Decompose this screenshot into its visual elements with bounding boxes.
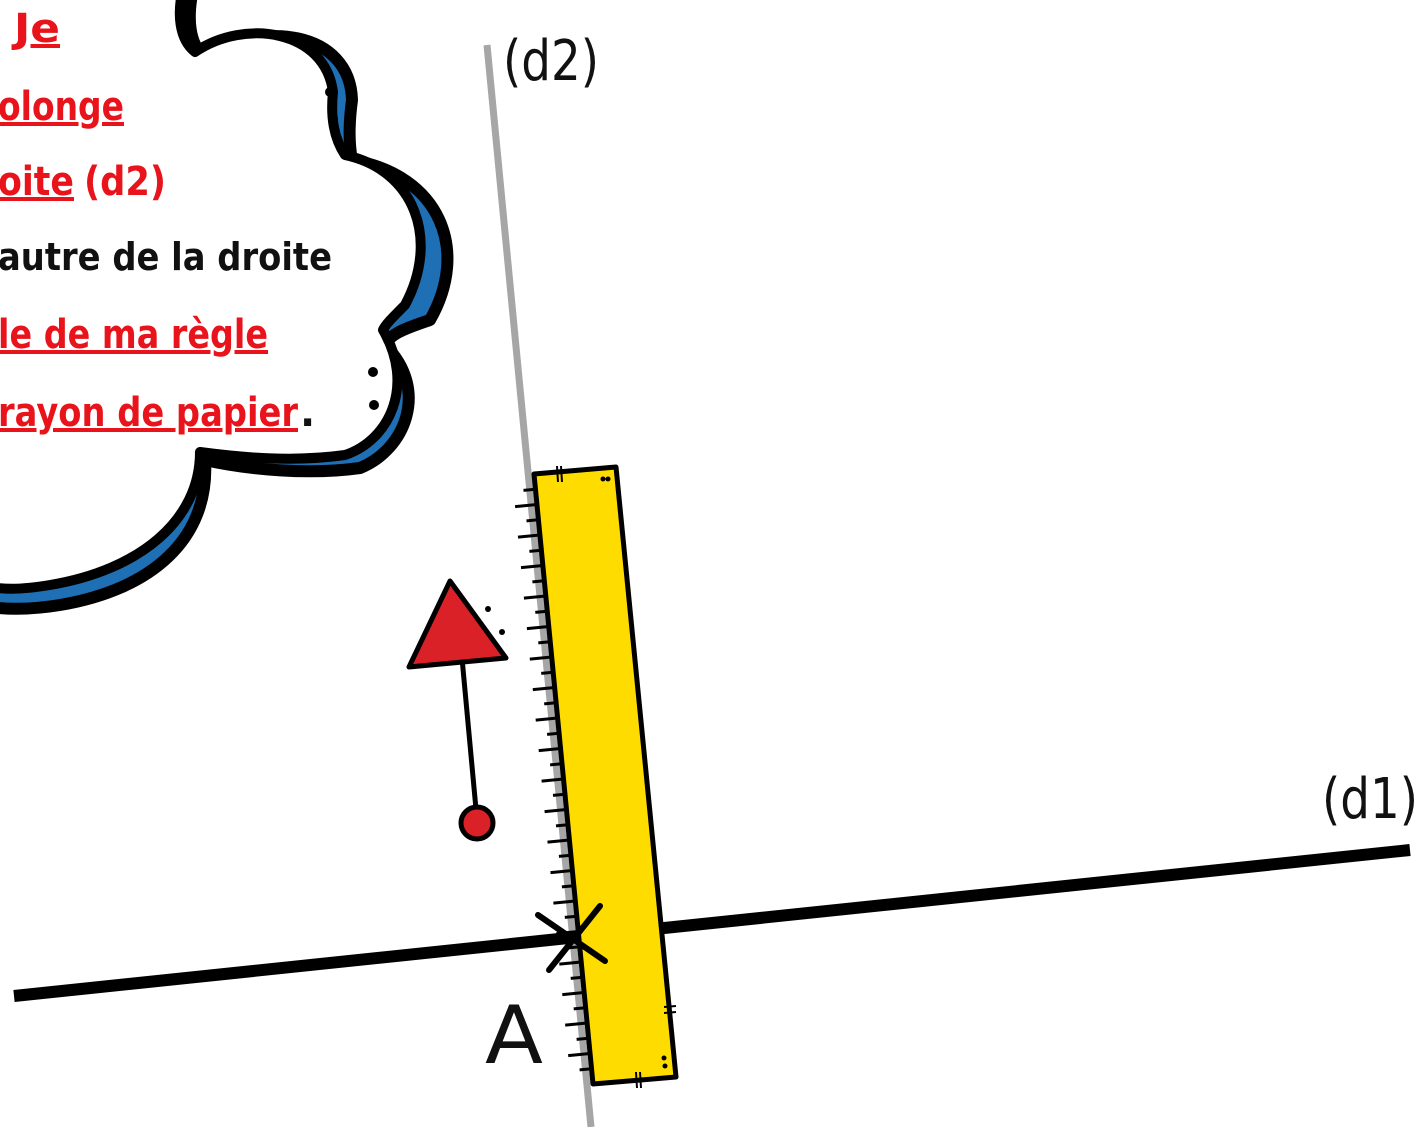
ruler-tick — [553, 899, 576, 905]
ruler-tick — [544, 701, 557, 706]
cloud-line-droite: oite — [0, 159, 74, 205]
cloud-dot — [325, 87, 335, 97]
ruler-tick — [573, 1006, 586, 1011]
ruler-dot — [600, 476, 606, 482]
ruler-tick — [529, 548, 542, 553]
ruler-dot — [605, 476, 611, 482]
cloud-line-autre: autre de la droite — [0, 235, 332, 279]
ruler-tick — [541, 777, 564, 783]
cloud-line-prolonge: olonge — [0, 84, 124, 130]
up-arrow-icon — [406, 578, 509, 842]
point-a-marker — [535, 903, 608, 973]
arrow-head — [406, 578, 509, 670]
cloud-line-je: Je — [11, 6, 60, 52]
arrow-shaft — [459, 657, 480, 821]
ruler-tick — [576, 1036, 589, 1041]
ruler-tick — [532, 686, 555, 692]
ruler-tick — [532, 579, 545, 584]
ruler-body — [531, 464, 679, 1087]
cloud-line-d2: (d2) — [84, 159, 166, 205]
ruler-tick — [546, 731, 560, 736]
ruler-tick — [570, 975, 583, 980]
ruler-tick — [523, 487, 536, 492]
arrow-tail-dot — [458, 804, 496, 842]
ruler-tick — [550, 869, 573, 875]
ruler-tick — [517, 533, 541, 539]
ruler-tick — [552, 792, 566, 797]
ruler-tick — [526, 625, 549, 631]
ruler-tick — [544, 808, 567, 814]
ruler-tick — [526, 518, 539, 523]
cloud-line-regle: le de ma règle — [0, 312, 268, 358]
cloud-dot — [328, 114, 338, 124]
cloud-dot — [368, 367, 378, 377]
cloud-line-crayon: rayon de papier — [0, 390, 298, 436]
ruler-tick — [538, 747, 561, 753]
ruler-dot — [661, 1055, 667, 1061]
ruler-tick — [541, 670, 554, 675]
ruler-tick — [514, 503, 538, 509]
ruler-tick — [558, 853, 572, 858]
label-point-a: A — [485, 989, 543, 1082]
ruler-tick — [523, 594, 546, 600]
ruler-tick — [562, 991, 585, 997]
ruler-tick — [561, 884, 574, 889]
ruler-tick — [535, 609, 548, 614]
ruler-dot — [662, 1063, 668, 1069]
ruler-tick — [520, 564, 544, 570]
ruler-tick — [559, 960, 582, 966]
cloud-dot — [369, 400, 379, 410]
ruler-corner-marks — [556, 465, 677, 1089]
cloud-body — [0, 0, 426, 594]
ruler-tick — [547, 838, 570, 844]
ruler-tick — [568, 1052, 591, 1058]
line-d1 — [13, 844, 1411, 1002]
ruler-tick — [555, 823, 569, 828]
arrow-spark — [499, 629, 505, 635]
label-d2: (d2) — [503, 29, 599, 94]
thought-cloud: Je olonge oite (d2) autre de la droite l… — [0, 0, 454, 615]
cloud-line-period: . — [300, 390, 315, 436]
ruler-tick — [535, 716, 558, 722]
label-d1: (d1) — [1322, 767, 1418, 832]
ruler-tick — [549, 762, 563, 767]
ruler-tick — [538, 640, 551, 645]
arrow-spark — [485, 606, 491, 612]
ruler-tick — [529, 655, 552, 661]
ruler-tick — [565, 1021, 588, 1027]
ruler-tick — [579, 1067, 592, 1072]
ruler-tick — [564, 914, 577, 919]
